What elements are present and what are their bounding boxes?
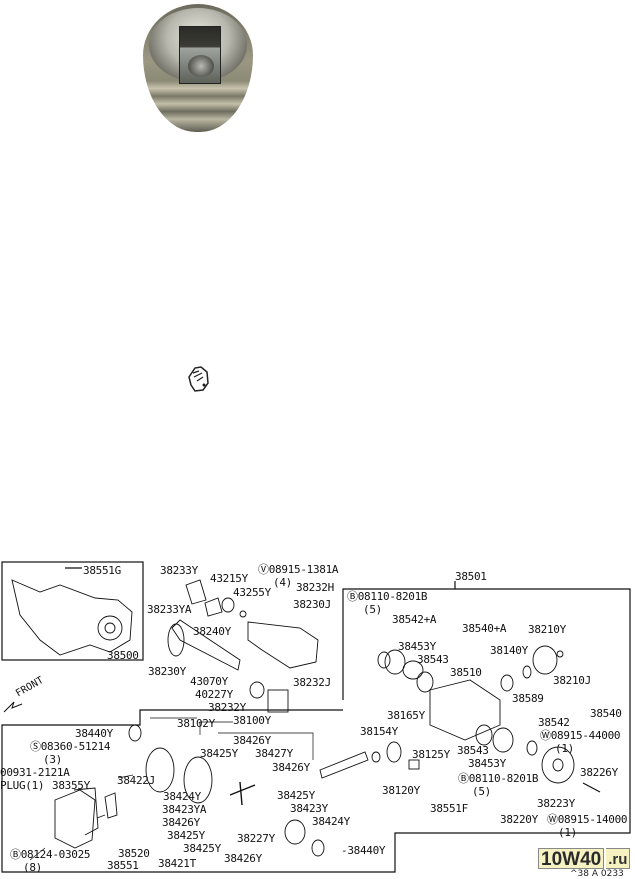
hand-cursor-icon (188, 366, 209, 392)
part-number-label: 38210Y (528, 623, 566, 636)
part-number-label: Ⓑ08110-8201B (347, 590, 428, 603)
part-number-label: 38500 (107, 649, 139, 662)
part-number-label: 38510 (450, 666, 482, 679)
watermark-suffix: .ru (606, 848, 631, 869)
watermark-main: 10W40 (538, 848, 605, 870)
part-number-label: (3) (43, 753, 62, 766)
part-number-label: 38240Y (193, 625, 231, 638)
part-number-label: 43215Y (210, 572, 248, 585)
part-number-label: Ⓦ08915-44000 (540, 729, 621, 742)
assembly-inset-box (1, 561, 144, 661)
part-number-label: Ⓑ08124-03025 (10, 848, 91, 861)
part-number-label: Ⓥ08915-1381A (258, 563, 339, 576)
part-number-label: 38120Y (382, 784, 420, 797)
part-number-label: 38424Y (163, 790, 201, 803)
part-number-label: 38232H (296, 581, 334, 594)
part-number-label: 38227Y (237, 832, 275, 845)
part-number-label: 43070Y (190, 675, 228, 688)
part-number-label: (1) (558, 826, 577, 839)
part-number-label: 38426Y (272, 761, 310, 774)
part-number-label: 38233Y (160, 564, 198, 577)
plug-socket (179, 26, 221, 84)
part-number-label: (1) (555, 742, 574, 755)
part-number-label: 38520 (118, 847, 150, 860)
part-number-label: 38423YA (162, 803, 207, 816)
part-number-label: (4) (273, 576, 292, 589)
part-number-label: PLUG(1) (0, 779, 45, 792)
part-number-label: 38426Y (162, 816, 200, 829)
watermark-logo: 10W40 .ru (538, 848, 631, 870)
part-number-label: 38426Y (224, 852, 262, 865)
part-number-label: 38551G (83, 564, 121, 577)
part-number-label: 38154Y (360, 725, 398, 738)
part-number-label: 38424Y (312, 815, 350, 828)
part-number-label: 38230Y (148, 665, 186, 678)
part-number-label: 38423Y (290, 802, 328, 815)
part-number-label: Ⓑ08110-8201B (458, 772, 539, 785)
part-number-label: 38355Y (52, 779, 90, 792)
part-number-label: 38589 (512, 692, 544, 705)
part-number-label: 38425Y (167, 829, 205, 842)
part-number-label: 40227Y (195, 688, 233, 701)
part-number-label: 00931-2121A (0, 766, 70, 779)
part-number-label: 38220Y (500, 813, 538, 826)
part-number-label: (8) (23, 861, 42, 874)
part-number-label: 38422J (117, 774, 155, 787)
part-number-label: 38421T (158, 857, 196, 870)
diagram-code: ^38 A 0233 (570, 869, 624, 879)
part-number-label: 38100Y (233, 714, 271, 727)
part-number-label: 38543 (417, 653, 449, 666)
part-number-label: 38453Y (468, 757, 506, 770)
part-number-label: 38542+A (392, 613, 437, 626)
part-number-label: 38540 (590, 707, 622, 720)
part-number-label: 38543 (457, 744, 489, 757)
part-number-label: 38501 (455, 570, 487, 583)
part-number-label: 43255Y (233, 586, 271, 599)
part-number-label: 38453Y (398, 640, 436, 653)
part-number-label: 38165Y (387, 709, 425, 722)
part-number-label: 38551 (107, 859, 139, 872)
part-number-label: 38551F (430, 802, 468, 815)
part-number-label: 38102Y (177, 717, 215, 730)
part-number-label: 38426Y (233, 734, 271, 747)
part-number-label: -38440Y (341, 844, 386, 857)
part-number-label: 38140Y (490, 644, 528, 657)
part-number-label: Ⓦ08915-14000 (547, 813, 628, 826)
part-number-label: 38425Y (277, 789, 315, 802)
assembly-outline (1, 588, 631, 873)
part-number-label: 38440Y (75, 727, 113, 740)
part-number-label: (5) (363, 603, 382, 616)
part-number-label: 38232J (293, 676, 331, 689)
part-number-label: 38226Y (580, 766, 618, 779)
part-number-label: 38232Y (208, 701, 246, 714)
part-number-label: 38125Y (412, 748, 450, 761)
part-number-label: 38210J (553, 674, 591, 687)
part-number-label: 38425Y (200, 747, 238, 760)
part-number-label: 38540+A (462, 622, 507, 635)
part-number-label: 38223Y (537, 797, 575, 810)
plug-photo (143, 4, 253, 132)
part-number-label: 38542 (538, 716, 570, 729)
part-number-label: Ⓢ08360-51214 (30, 740, 111, 753)
part-number-label: 38230J (293, 598, 331, 611)
part-number-label: 38427Y (255, 747, 293, 760)
part-number-label: (5) (472, 785, 491, 798)
part-number-label: 38425Y (183, 842, 221, 855)
part-number-label: 38233YA (147, 603, 192, 616)
